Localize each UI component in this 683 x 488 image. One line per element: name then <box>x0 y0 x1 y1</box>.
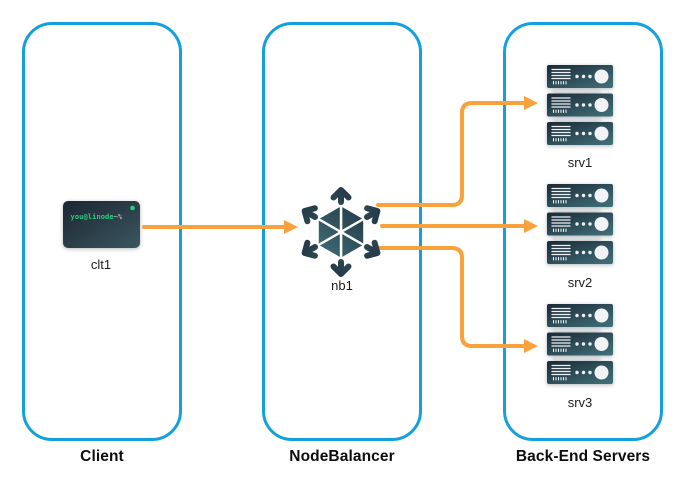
node-label-srv3: srv3 <box>567 395 593 410</box>
node-label-nb1: nb1 <box>331 278 353 293</box>
nodebalancer-icon <box>301 187 381 277</box>
group-box-client <box>22 22 182 441</box>
server-unit <box>547 241 613 264</box>
node-clt1: you@linode~% <box>63 201 140 248</box>
server-unit <box>547 122 613 145</box>
outward-arrows <box>301 187 381 277</box>
node-srv3 <box>547 304 613 384</box>
terminal-status-dot <box>130 205 135 211</box>
server-rack-icon <box>547 184 613 264</box>
edge-nb1-srv2 <box>380 219 538 233</box>
node-label-srv1: srv1 <box>567 155 593 170</box>
server-unit <box>547 361 613 384</box>
terminal-window <box>63 201 140 248</box>
server-unit <box>547 65 613 88</box>
group-title-nodebalancer: NodeBalancer <box>289 448 395 465</box>
node-label-srv2: srv2 <box>567 275 593 290</box>
server-unit <box>547 93 613 117</box>
group-box-nodebalancer <box>262 22 422 441</box>
group-title-client: Client <box>80 448 124 465</box>
server-unit <box>547 332 613 356</box>
server-unit <box>547 304 613 327</box>
node-nb1 <box>295 186 387 278</box>
group-title-backend-servers: Back-End Servers <box>515 448 651 465</box>
hexagon-core <box>316 203 366 261</box>
server-rack-icon <box>547 304 613 384</box>
edge-nb1-srv3 <box>376 246 538 353</box>
terminal-prompt: you@linode~% <box>71 213 123 221</box>
server-unit <box>547 212 613 236</box>
server-rack-icon <box>547 65 613 145</box>
edge-nb1-srv1 <box>376 96 538 207</box>
node-srv2 <box>547 184 613 264</box>
node-srv1 <box>547 65 613 145</box>
group-box-backend-servers <box>503 22 663 441</box>
terminal-icon: you@linode~% <box>63 201 140 248</box>
node-label-clt1: clt1 <box>90 257 112 272</box>
server-unit <box>547 184 613 207</box>
edge-clt1-nb1 <box>142 220 298 234</box>
